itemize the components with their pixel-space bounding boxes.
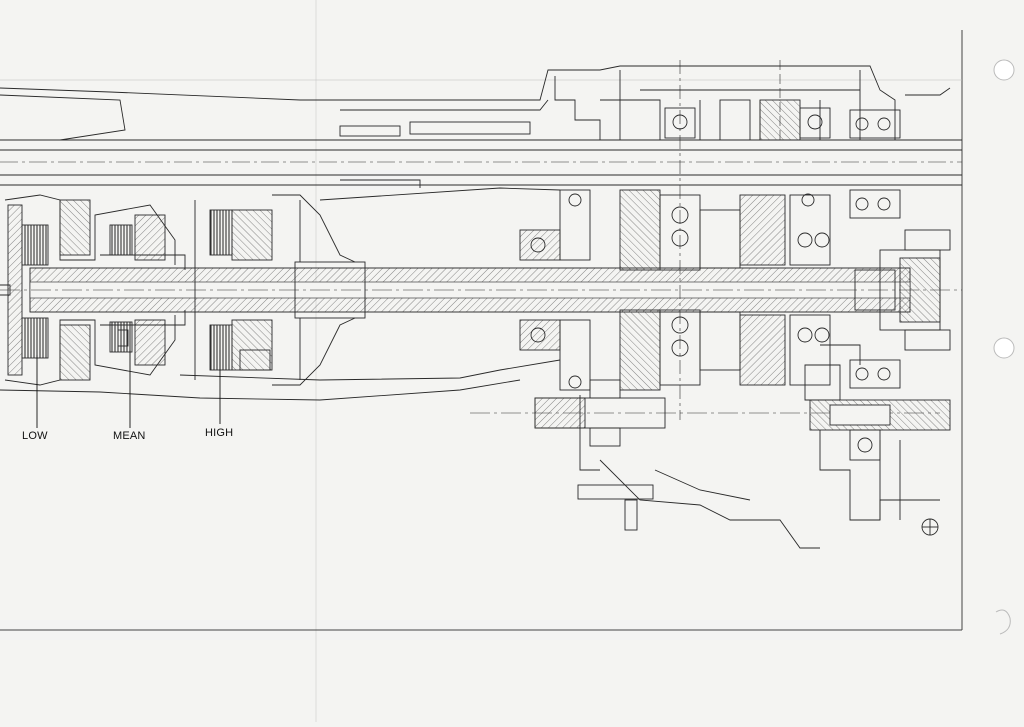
binder-hole-icon <box>995 609 1011 635</box>
lower-housing-left <box>0 179 561 401</box>
clutch-pack-high <box>179 194 561 386</box>
gear-stack-4 <box>779 60 831 386</box>
gear-stack-5 <box>849 109 951 389</box>
frame-rails <box>0 139 962 186</box>
binder-hole-icon <box>993 337 1015 359</box>
label-high: HIGH <box>205 427 234 439</box>
binder-hole-icon <box>993 59 1015 81</box>
gear-stack-3 <box>699 99 801 386</box>
main-shaft <box>0 249 962 331</box>
upper-housing <box>0 65 951 141</box>
label-low: LOW <box>22 430 48 442</box>
label-leader-lines <box>36 350 221 428</box>
label-mean: MEAN <box>113 430 146 442</box>
lower-output-right <box>804 344 951 536</box>
clutch-pack-mean <box>100 214 186 366</box>
gear-stack-1 <box>519 189 591 391</box>
clutch-pack-low <box>0 194 176 386</box>
gear-stack-2 <box>619 60 701 420</box>
